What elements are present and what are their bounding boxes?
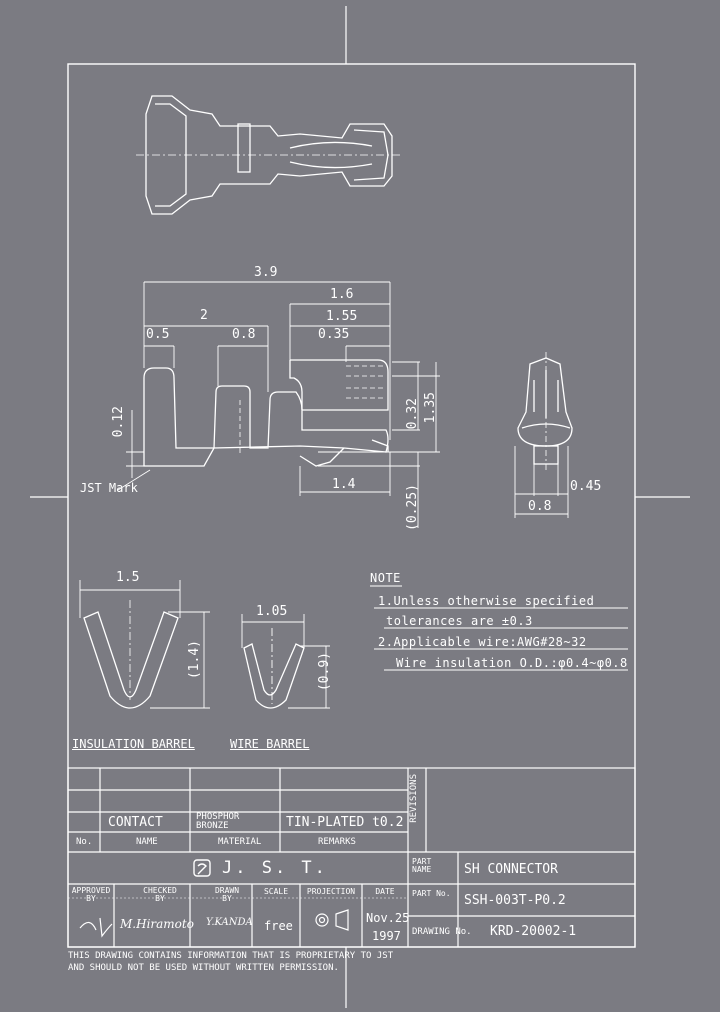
end-view	[514, 352, 573, 518]
part-name: SH CONNECTOR	[464, 862, 558, 877]
dim-1-4: 1.4	[332, 477, 356, 492]
note-line-1: 1.Unless otherwise specified	[378, 594, 595, 608]
checked-label: CHECKED BY	[143, 886, 177, 904]
insulation-barrel-drawing	[79, 580, 210, 709]
note-line-4: Wire insulation O.D.:φ0.4~φ0.8	[396, 656, 628, 670]
note-title: NOTE	[370, 571, 401, 585]
drawing-no-label: DRAWING No.	[412, 927, 472, 937]
drawn-label: DRAWN BY	[214, 886, 240, 904]
wire-barrel-label: WIRE BARREL	[230, 737, 310, 751]
insulation-barrel-label: INSULATION BARREL	[72, 737, 195, 751]
title-block-lines	[67, 767, 636, 948]
item-remarks: TIN-PLATED t0.2	[286, 815, 404, 830]
jst-logo	[193, 859, 211, 877]
part-name-label: PART NAME	[412, 857, 432, 875]
date-line-2: 1997	[372, 929, 401, 943]
drawing-no: KRD-20002-1	[490, 924, 577, 939]
dim-0-8-top: 0.8	[232, 327, 256, 342]
approved-label: APPROVED BY	[71, 886, 111, 904]
dim-0-25: (0.25)	[405, 484, 420, 531]
date-line-1: Nov.25	[366, 911, 410, 925]
disclaimer-line-1: THIS DRAWING CONTAINS INFORMATION THAT I…	[68, 951, 394, 961]
note-line-3: 2.Applicable wire:AWG#28~32	[378, 635, 587, 649]
scale-value: free	[264, 919, 293, 933]
drawn-by: Y.KANDA	[206, 917, 253, 928]
dim-0-45: 0.45	[570, 479, 602, 494]
date-label: DATE	[375, 887, 395, 896]
dim-1-55: 1.55	[326, 309, 358, 324]
dim-0-12: 0.12	[111, 406, 126, 438]
checked-by: M.Hiramoto	[120, 917, 194, 931]
wire-barrel-drawing	[241, 614, 330, 709]
part-no-label: PART No.	[412, 889, 451, 898]
dim-insulation-width: 1.5	[116, 570, 140, 585]
col-name: NAME	[136, 837, 158, 847]
dim-2: 2	[200, 308, 208, 323]
col-no: No.	[76, 837, 93, 847]
dim-1-6: 1.6	[330, 287, 354, 302]
dim-0-35: 0.35	[318, 327, 350, 342]
dim-insulation-height: (1.4)	[187, 640, 202, 680]
note-underlines	[370, 585, 628, 671]
scale-label: SCALE	[263, 887, 289, 896]
dim-overall-length: 3.9	[254, 265, 278, 280]
item-material: PHOSPHOR BRONZE	[196, 812, 240, 832]
dim-0-5: 0.5	[146, 327, 170, 342]
dim-0-8-end: 0.8	[528, 499, 552, 514]
company-name: J. S. T.	[222, 858, 328, 878]
item-name: CONTACT	[108, 815, 163, 830]
approval-signature	[79, 917, 113, 938]
col-material: MATERIAL	[218, 837, 262, 847]
dim-0-32: 0.32	[405, 398, 420, 430]
jst-mark-label: JST Mark	[80, 481, 138, 495]
dim-wire-height: (0.9)	[317, 652, 332, 692]
revisions-label: REVISIONS	[409, 774, 419, 823]
dim-wire-width: 1.05	[256, 604, 288, 619]
note-line-2: tolerances are ±0.3	[386, 614, 533, 628]
col-remarks: REMARKS	[318, 837, 356, 847]
dim-1-35: 1.35	[423, 392, 438, 424]
dimension-lines	[117, 281, 440, 528]
projection-symbol	[315, 909, 349, 931]
side-view	[143, 359, 389, 467]
part-no: SSH-003T-P0.2	[464, 893, 566, 908]
disclaimer-line-2: AND SHOULD NOT BE USED WITHOUT WRITTEN P…	[68, 963, 339, 973]
projection-label: PROJECTION	[306, 887, 356, 896]
top-view	[136, 95, 402, 215]
